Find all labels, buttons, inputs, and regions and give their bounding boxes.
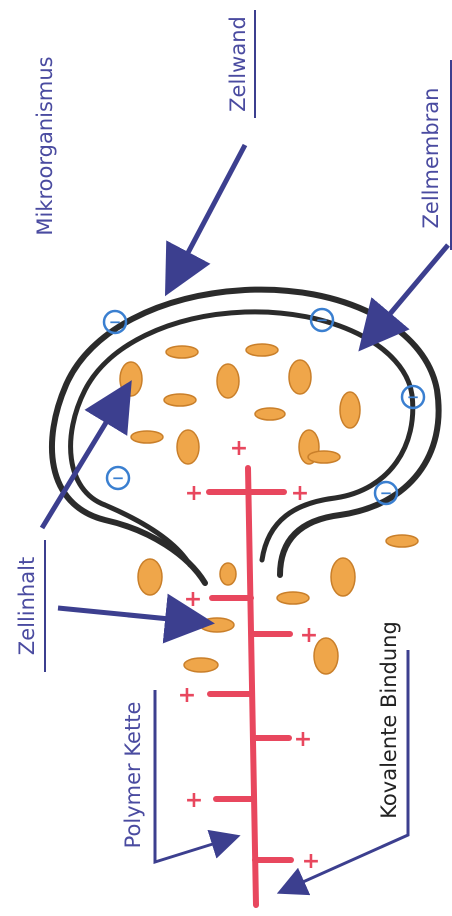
content-particle [120, 362, 142, 396]
svg-text:−: − [380, 484, 393, 502]
positive-charge: + [291, 481, 309, 506]
content-particle [289, 360, 311, 394]
positive-charge: + [302, 849, 320, 874]
content-particle [131, 431, 163, 443]
label-polymer-kette: Polymer Kette [121, 702, 145, 849]
content-particle [200, 618, 234, 632]
svg-text:−: − [407, 388, 420, 406]
positive-charge: + [300, 623, 318, 648]
content-particle [184, 658, 218, 672]
content-particle [340, 392, 360, 428]
arrow-polymer-kette [155, 690, 232, 862]
label-zellmembran: Zellmembran [419, 88, 443, 229]
svg-text:−: − [109, 313, 122, 331]
negative-charge: − [107, 467, 129, 489]
polymer-chain [209, 468, 291, 905]
positive-charge: + [185, 788, 203, 813]
content-particle [177, 430, 199, 464]
label-zellinhalt: Zellinhalt [15, 557, 39, 655]
positive-charge: + [230, 436, 248, 461]
content-particle [164, 394, 196, 406]
positive-charge: + [184, 587, 202, 612]
surface-charges: − − − − − [104, 309, 424, 504]
label-mikroorganismus: Mikroorganismus [33, 56, 57, 235]
arrow-zellmembran [368, 245, 448, 340]
content-particle [386, 535, 418, 547]
arrow-zellwand [172, 145, 245, 283]
content-particle [166, 346, 198, 358]
positive-charge: + [178, 683, 196, 708]
content-particle [138, 559, 162, 595]
label-kovalente-bindung: Kovalente Bindung [377, 621, 401, 819]
content-particle [246, 344, 278, 356]
arrow-zellinhalt-lower [58, 608, 200, 622]
content-particle [220, 563, 236, 585]
svg-text:−: − [112, 469, 125, 487]
content-particle [217, 364, 239, 398]
negative-charge: − [402, 386, 424, 408]
content-particle [255, 408, 285, 420]
svg-text:−: − [316, 311, 329, 329]
polymer-backbone [248, 468, 256, 905]
content-particle [308, 451, 340, 463]
content-particle [331, 558, 355, 596]
positive-charge: + [185, 481, 203, 506]
content-particle [277, 592, 309, 604]
label-zellwand: Zellwand [226, 16, 250, 112]
positive-charge: + [294, 727, 312, 752]
